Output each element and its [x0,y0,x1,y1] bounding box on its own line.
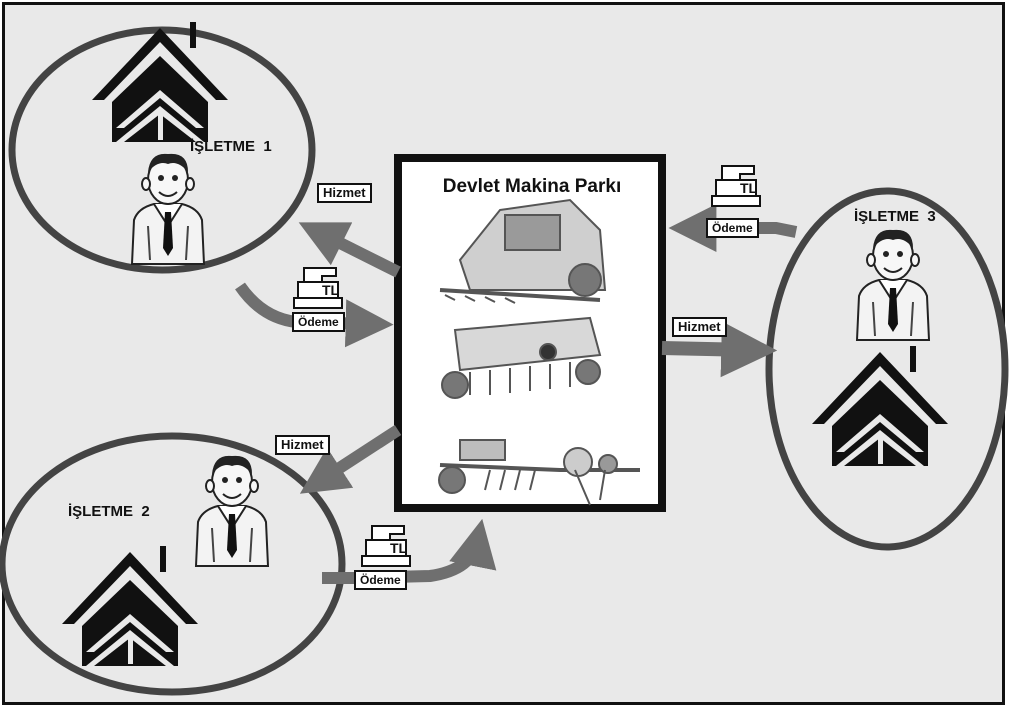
farm-1-oval [8,26,316,274]
service-arrow-to-farm-3 [661,321,778,378]
payment-arrow-from-farm-2 [322,518,497,584]
farm-1-label: İŞLETME 1 [190,138,272,155]
planter-icon [438,439,640,506]
seed-drill-icon [441,316,602,399]
currency-label-2: TL [390,540,408,556]
payment-tag-farm-2: Ödeme [354,570,407,590]
service-tag-farm-3: Hizmet [672,317,727,337]
currency-label-3: TL [740,180,758,196]
payment-tag-farm-3: Ödeme [706,218,759,238]
farm-3-label: İŞLETME 3 [854,208,936,225]
combine-harvester-icon [439,198,607,304]
service-arrow-to-farm-1 [298,222,401,278]
service-tag-farm-1: Hizmet [317,183,372,203]
machinery-park-title: Devlet Makina Parkı [442,176,622,197]
service-tag-farm-2: Hizmet [275,435,330,455]
payment-tag-farm-1: Ödeme [292,312,345,332]
currency-label-1: TL [322,282,340,298]
farm-2-label: İŞLETME 2 [68,503,150,520]
service-arrow-to-farm-2 [299,424,402,494]
